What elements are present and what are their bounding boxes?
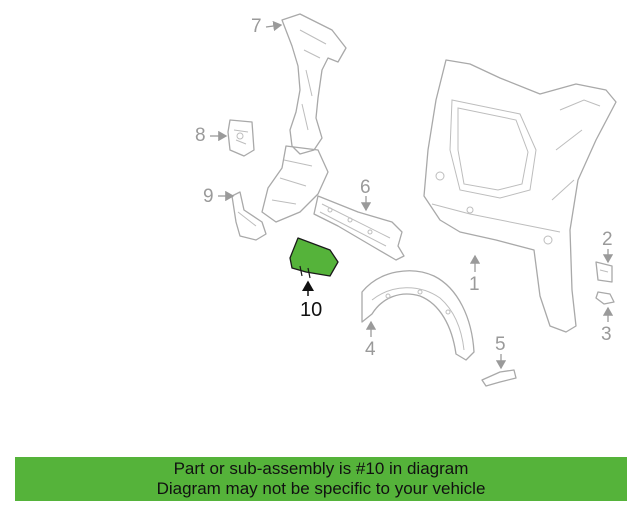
parts-diagram: 7 8 9 6 10 1	[195, 13, 617, 387]
callout-4: 4	[365, 339, 376, 360]
callout-7-arrow	[265, 20, 283, 32]
part-9-bracket-drawing	[231, 191, 267, 241]
callout-10: 10	[300, 299, 322, 321]
callout-1: 1	[469, 274, 480, 295]
part-6-rail-drawing	[313, 195, 405, 261]
callout-9: 9	[203, 186, 214, 207]
part-2-clip-drawing	[595, 261, 613, 283]
callout-8: 8	[195, 125, 206, 146]
callout-3: 3	[601, 324, 612, 345]
banner-line-part-info: Part or sub-assembly is #10 in diagram	[173, 459, 469, 478]
callout-5: 5	[495, 334, 506, 355]
part-4-wheelhouse-drawing	[361, 270, 475, 361]
lower-pillar-drawing	[261, 145, 329, 223]
part-1-quarter-panel-drawing	[423, 59, 617, 333]
part-7-pillar-drawing	[281, 13, 347, 155]
part-3-bracket-drawing	[595, 291, 615, 305]
callout-7: 7	[251, 16, 262, 37]
info-banner: Part or sub-assembly is #10 in diagram D…	[15, 457, 627, 501]
callout-6: 6	[360, 177, 371, 198]
part-8-bracket-drawing	[227, 119, 255, 157]
part-5-trim-drawing	[481, 369, 517, 387]
callout-2: 2	[602, 229, 613, 250]
banner-line-disclaimer: Diagram may not be specific to your vehi…	[156, 479, 486, 498]
part-10-panel-highlighted	[289, 237, 339, 279]
